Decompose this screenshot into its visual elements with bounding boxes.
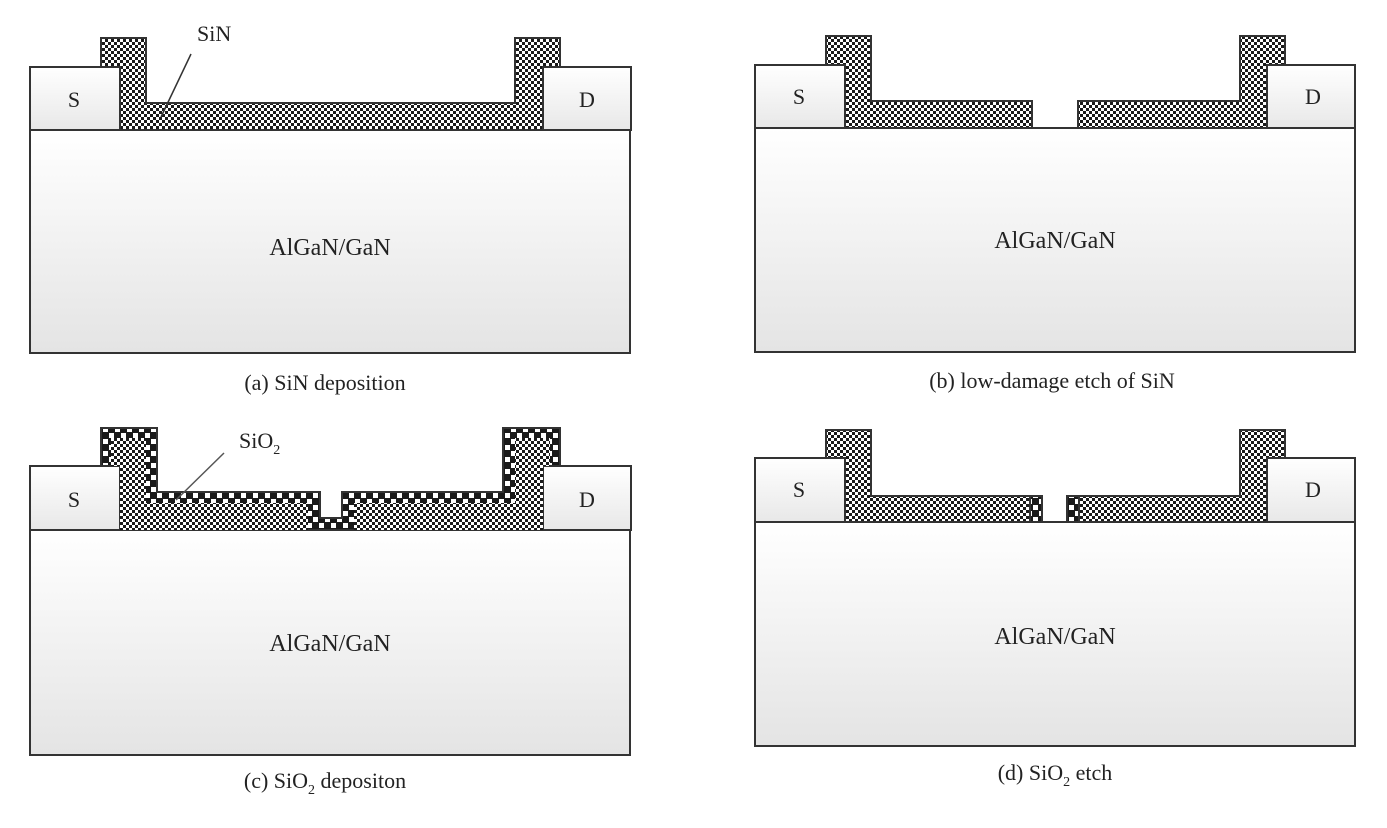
substrate-b [754,127,1356,353]
source-contact-a [29,66,121,131]
substrate-label-a: AlGaN/GaN [269,235,390,261]
sio2-callout-label: SiO2 [239,428,280,458]
drain-label-c: D [579,487,595,512]
source-label-b: S [793,84,805,109]
panel-d [754,429,1356,747]
caption-b: (b) low-damage etch of SiN [929,368,1175,393]
sin-left-b [825,35,1033,129]
drain-label-b: D [1305,84,1321,109]
sio2-spacer-right-d [1066,495,1080,523]
sin-layer-a [100,37,561,131]
source-label-d: S [793,477,805,502]
caption-c-prefix: (c) SiO [244,768,308,793]
sio2-callout-line [175,452,225,501]
sio2-callout-sub: 2 [273,443,280,458]
caption-a-text: (a) SiN deposition [244,370,405,395]
sin-left-d [825,429,1031,523]
source-label-a: S [68,87,80,112]
sio2-spacer-left-d [1029,495,1043,523]
substrate-label-b: AlGaN/GaN [994,228,1115,254]
caption-a: (a) SiN deposition [244,370,405,395]
sio2-callout-base: SiO [239,428,273,453]
source-label-c: S [68,487,80,512]
substrate-a [29,129,631,354]
panel-b [754,35,1356,353]
caption-d: (d) SiO2 etch [998,760,1113,790]
substrate-d [754,521,1356,747]
drain-contact-b [1266,64,1356,129]
caption-c: (c) SiO2 depositon [244,768,406,798]
substrate-label-c: AlGaN/GaN [269,631,390,657]
sin-right-b [1077,35,1286,129]
sin-left-c [111,438,308,530]
caption-d-sub: 2 [1063,775,1070,790]
drain-contact-d [1266,457,1356,523]
caption-c-sub: 2 [308,783,315,798]
drain-contact-a [542,66,632,131]
drain-label-d: D [1305,477,1321,502]
caption-c-suffix: depositon [315,768,406,793]
caption-d-prefix: (d) SiO [998,760,1063,785]
panel-a [29,37,632,354]
sin-right-c [354,438,550,530]
caption-d-suffix: etch [1070,760,1112,785]
substrate-label-d: AlGaN/GaN [994,624,1115,650]
caption-b-text: (b) low-damage etch of SiN [929,368,1175,393]
sin-callout-label: SiN [197,21,231,46]
panel-c [29,427,632,756]
sin-right-d [1078,429,1286,523]
sin-callout-line [160,53,192,118]
source-contact-d [754,457,846,523]
substrate-c [29,529,631,756]
drain-label-a: D [579,87,595,112]
